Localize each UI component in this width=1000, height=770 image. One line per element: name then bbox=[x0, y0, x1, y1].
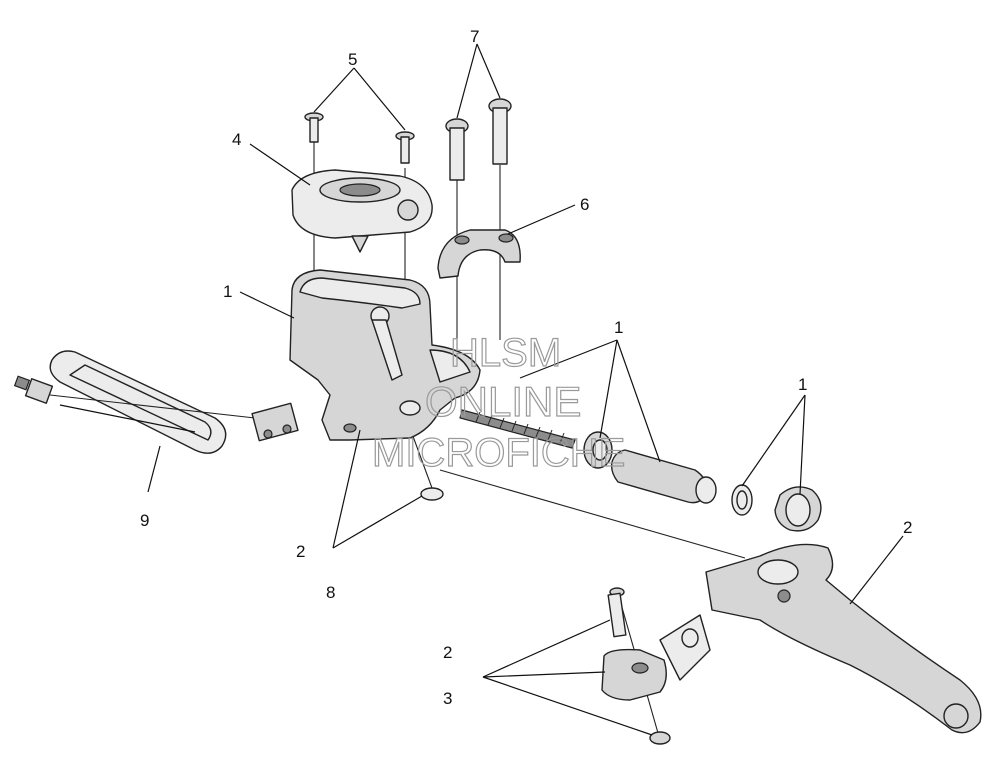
circlip-part bbox=[420, 487, 444, 501]
callout-2-pin: 2 bbox=[443, 643, 452, 662]
master-cylinder-body-part bbox=[289, 269, 481, 441]
callout-labels: 5 7 4 6 1 1 1 9 2 2 8 2 3 bbox=[140, 27, 912, 708]
handlebar-clamp-part bbox=[437, 229, 521, 279]
reservoir-cover-part bbox=[291, 169, 433, 253]
callout-6: 6 bbox=[580, 195, 589, 214]
callout-4: 4 bbox=[232, 130, 241, 149]
brake-lever-part bbox=[659, 543, 982, 734]
pivot-pin-switch-part bbox=[601, 587, 699, 745]
cover-screws-part bbox=[304, 112, 415, 164]
callout-8: 8 bbox=[326, 583, 335, 602]
clamp-bolts-part bbox=[445, 98, 512, 181]
callout-5: 5 bbox=[348, 50, 357, 69]
watermark-line-3: MICROFICHE bbox=[372, 431, 625, 475]
watermark-line-2: ONLINE bbox=[425, 378, 581, 425]
callout-3: 3 bbox=[443, 689, 452, 708]
watermark-line-1: HLSM bbox=[450, 331, 561, 375]
callout-2-lever: 2 bbox=[903, 518, 912, 537]
leader-lines bbox=[147, 43, 904, 736]
watermark: HLSM ONLINE MICROFICHE bbox=[371, 330, 626, 475]
callout-2-body: 2 bbox=[296, 542, 305, 561]
callout-1-seals: 1 bbox=[798, 375, 807, 394]
piston-assembly-part bbox=[459, 409, 822, 532]
callout-1-body: 1 bbox=[223, 282, 232, 301]
callout-1-piston: 1 bbox=[614, 318, 623, 337]
callout-9: 9 bbox=[140, 511, 149, 530]
callout-7: 7 bbox=[470, 27, 479, 46]
brake-hose-part bbox=[13, 350, 299, 454]
